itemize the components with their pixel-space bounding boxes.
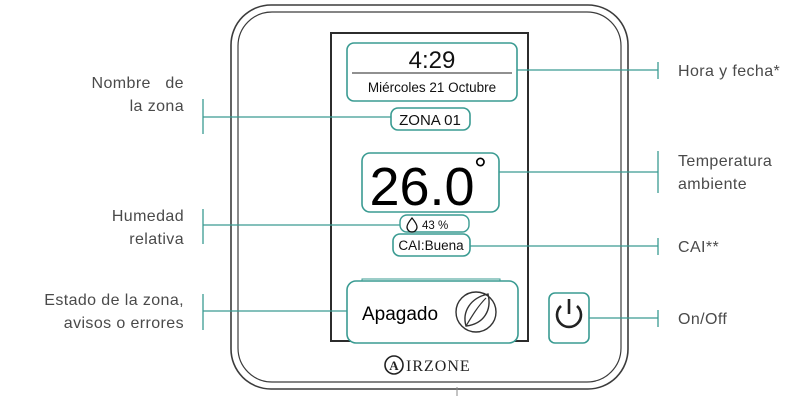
label-temperatura-line1: Temperatura xyxy=(678,153,773,170)
status-text: Apagado xyxy=(362,304,438,325)
zone-name: ZONA 01 xyxy=(399,112,461,129)
logo-initial: A xyxy=(389,358,399,373)
power-icon[interactable] xyxy=(555,299,583,329)
label-hora-fecha: Hora y fecha* xyxy=(678,63,781,80)
air-quality-box xyxy=(392,233,471,257)
degree-symbol: ° xyxy=(474,151,487,187)
label-estado: Estado de la zona, avisos o errores xyxy=(44,289,184,335)
air-quality-value: CAI:Buena xyxy=(398,238,464,253)
temperature-value: 26.0 xyxy=(369,157,474,217)
label-temperatura-line2: ambiente xyxy=(678,176,748,193)
humidity-box xyxy=(399,214,470,233)
clock-time: 4:29 xyxy=(409,47,456,74)
label-cai: CAI** xyxy=(678,239,720,256)
label-temperatura: Temperatura ambiente xyxy=(678,150,772,196)
label-nombre-zona: Nombre de la zona xyxy=(92,72,184,118)
label-humedad-line2: relativa xyxy=(129,231,184,248)
label-nombre-zona-line2: la zona xyxy=(129,98,184,115)
label-estado-line2: avisos o errores xyxy=(63,315,184,332)
leaf-icon xyxy=(455,291,497,333)
label-onoff: On/Off xyxy=(678,311,728,328)
humidity-value: 43 % xyxy=(422,220,448,232)
label-estado-line1: Estado de la zona, xyxy=(44,292,184,309)
status-box xyxy=(346,280,519,344)
logo-wordmark: IRZONE xyxy=(406,358,471,375)
airzone-logo: A IRZONE xyxy=(384,355,471,375)
zone-name-box xyxy=(390,107,471,131)
label-humedad-line1: Humedad xyxy=(111,208,184,225)
device-inner-frame xyxy=(237,11,622,383)
clock-date: Miércoles 21 Octubre xyxy=(368,80,496,95)
water-drop-icon xyxy=(406,216,418,233)
callout-lines xyxy=(202,62,659,330)
time-date-box xyxy=(346,42,518,102)
label-nombre-zona-line1: Nombre de xyxy=(91,75,184,92)
label-humedad: Humedad relativa xyxy=(112,205,184,251)
temperature-box xyxy=(361,152,500,213)
